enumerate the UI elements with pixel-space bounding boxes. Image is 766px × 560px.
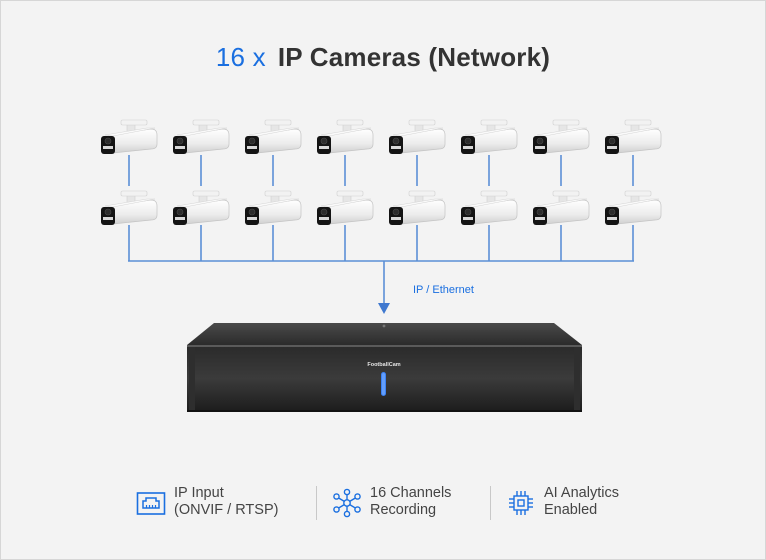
divider (490, 486, 491, 520)
feature-line1: AI Analytics (544, 485, 619, 501)
recorder-brand: FootballCam (367, 362, 400, 368)
network-nodes-icon (333, 488, 361, 518)
ip-camera (532, 190, 590, 226)
camera-wiring (128, 155, 634, 305)
feature-line2: (ONVIF / RTSP) (174, 502, 279, 518)
ip-camera (244, 190, 302, 226)
ip-camera (460, 119, 518, 155)
feature-line1: IP Input (174, 485, 224, 501)
ethernet-port-icon (136, 492, 166, 515)
arrow-down-icon (378, 303, 390, 314)
feature-line2: Enabled (544, 502, 598, 518)
network-video-recorder: FootballCam (187, 323, 582, 412)
camera-row-top (100, 119, 662, 155)
link-label: IP / Ethernet (413, 284, 474, 296)
ip-camera (244, 119, 302, 155)
camera-row-bottom (100, 190, 662, 226)
page-title: 16 x IP Cameras (Network) (0, 42, 766, 73)
ip-camera (388, 190, 446, 226)
feature-line2: Recording (370, 502, 437, 518)
divider (316, 486, 317, 520)
feature-bar: IP Input (ONVIF / RTSP) 16 (0, 482, 766, 526)
ip-camera (172, 190, 230, 226)
ip-camera (532, 119, 590, 155)
ai-chip-icon (509, 491, 533, 515)
ip-camera (100, 190, 158, 226)
ip-camera (460, 190, 518, 226)
ip-camera (604, 119, 662, 155)
network-diagram: FootballCam (100, 119, 662, 412)
ip-camera (604, 190, 662, 226)
ip-camera (316, 119, 374, 155)
camera-count: 16 x (215, 42, 266, 72)
ip-camera (100, 119, 158, 155)
title-text: IP Cameras (Network) (277, 42, 551, 72)
ip-camera (172, 119, 230, 155)
ip-camera (316, 190, 374, 226)
feature-line1: 16 Channels (370, 485, 452, 501)
ip-camera (388, 119, 446, 155)
